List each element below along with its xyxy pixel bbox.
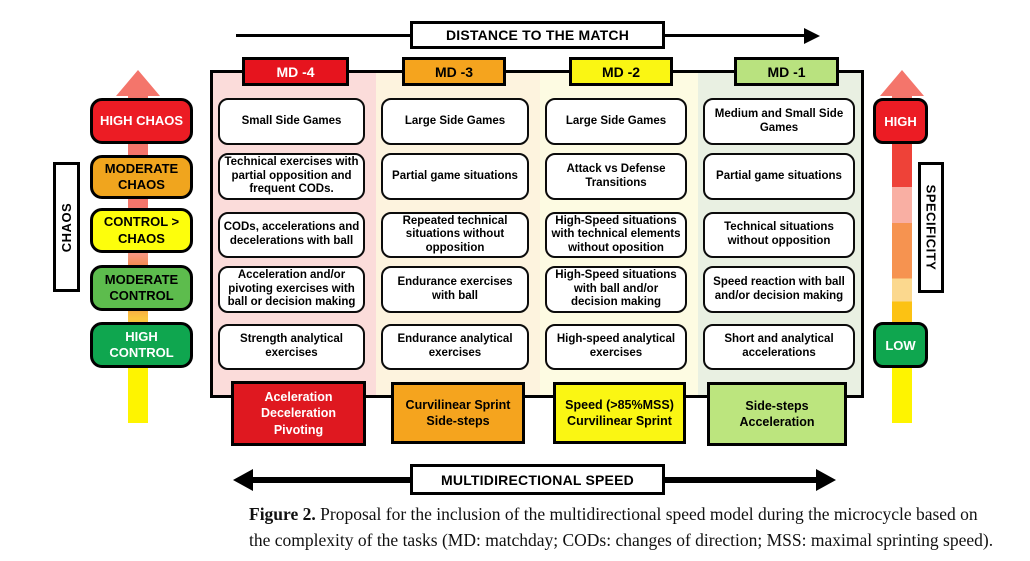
top-axis-label: DISTANCE TO THE MATCH xyxy=(410,21,665,49)
left-arrowhead-icon xyxy=(233,469,253,491)
up-arrow-icon xyxy=(880,70,924,96)
right-arrowhead-icon xyxy=(804,28,820,44)
matrix-cell: High-Speed situations with technical ele… xyxy=(545,212,687,258)
matrix-cell: Technical situations without opposition xyxy=(703,212,855,258)
top-axis-label-text: DISTANCE TO THE MATCH xyxy=(445,27,630,43)
matrix-cell: Large Side Games xyxy=(381,98,529,145)
matrix-cell: Attack vs Defense Transitions xyxy=(545,153,687,200)
specificity-gradient-bar xyxy=(892,95,912,423)
matchday-header-md1: MD -1 xyxy=(734,57,839,86)
speed-focus-md4: Aceleration Deceleration Pivoting xyxy=(231,381,366,446)
specificity-high-badge: HIGH xyxy=(873,98,928,144)
speed-focus-md3: Curvilinear Sprint Side-steps xyxy=(391,382,525,444)
training-matrix: Small Side Games Technical exercises wit… xyxy=(210,70,864,398)
chaos-level-label: HIGH CHAOS xyxy=(99,112,184,128)
chaos-level-label: MODERATE CHAOS xyxy=(104,160,179,192)
matrix-cell: Strength analytical exercises xyxy=(218,324,365,370)
speed-focus-md2: Speed (>85%MSS) Curvilinear Sprint xyxy=(553,382,686,444)
chaos-level-label: MODERATE CONTROL xyxy=(104,271,179,303)
matrix-cell: Technical exercises with partial opposit… xyxy=(218,153,365,200)
matrix-cell: Small Side Games xyxy=(218,98,365,145)
matrix-cell: Repeated technical situations without op… xyxy=(381,212,529,258)
matrix-cell: CODs, accelerations and decelerations wi… xyxy=(218,212,365,258)
chaos-axis-title-text: CHAOS xyxy=(59,202,75,252)
matrix-cell: Endurance exercises with ball xyxy=(381,266,529,313)
specificity-axis-title-text: SPECIFICITY xyxy=(923,184,939,271)
chaos-gradient-bar xyxy=(128,95,148,423)
specificity-low-label: LOW xyxy=(885,337,916,353)
caption-line1-text: Proposal for the inclusion of the multid… xyxy=(320,504,978,524)
matrix-cell: High-speed analytical exercises xyxy=(545,324,687,370)
chaos-level-high-chaos: HIGH CHAOS xyxy=(90,98,193,144)
specificity-low-badge: LOW xyxy=(873,322,928,368)
specificity-high-label: HIGH xyxy=(884,113,917,129)
bottom-axis-label-text: MULTIDIRECTIONAL SPEED xyxy=(441,471,634,488)
up-arrow-icon xyxy=(116,70,160,96)
chaos-level-moderate-control: MODERATE CONTROL xyxy=(90,265,193,311)
matchday-header-md2: MD -2 xyxy=(569,57,673,86)
chaos-level-label: HIGH CONTROL xyxy=(109,328,174,360)
speed-focus-md1: Side-steps Acceleration xyxy=(707,382,847,446)
matrix-cell: Partial game situations xyxy=(703,153,855,200)
chaos-level-high-control: HIGH CONTROL xyxy=(90,322,193,368)
caption-line-2: the complexity of the tasks (MD: matchda… xyxy=(249,530,994,550)
right-arrowhead-icon xyxy=(816,469,836,491)
matrix-cell: Acceleration and/or pivoting exercises w… xyxy=(218,266,365,313)
matchday-header-md3: MD -3 xyxy=(402,57,506,86)
chaos-axis-title: CHAOS xyxy=(53,162,80,292)
bottom-axis-label: MULTIDIRECTIONAL SPEED xyxy=(410,464,665,495)
chaos-level-label: CONTROL > CHAOS xyxy=(103,214,180,246)
chaos-level-control-chaos: CONTROL > CHAOS xyxy=(90,208,193,253)
caption-figure-label: Figure 2. xyxy=(249,504,316,524)
matrix-cell: Speed reaction with ball and/or decision… xyxy=(703,266,855,313)
specificity-axis-title: SPECIFICITY xyxy=(918,162,944,293)
caption-line-1: Figure 2. Proposal for the inclusion of … xyxy=(249,501,999,527)
matrix-cell: Partial game situations xyxy=(381,153,529,200)
chaos-level-moderate-chaos: MODERATE CHAOS xyxy=(90,155,193,199)
matrix-cell: Short and analytical accelerations xyxy=(703,324,855,370)
matrix-cell: Endurance analytical exercises xyxy=(381,324,529,370)
matrix-cell: High-Speed situations with ball and/or d… xyxy=(545,266,687,313)
matchday-header-md4: MD -4 xyxy=(242,57,349,86)
matrix-cell: Large Side Games xyxy=(545,98,687,145)
matrix-cell: Medium and Small Side Games xyxy=(703,98,855,145)
figure-caption: Figure 2. Proposal for the inclusion of … xyxy=(249,501,999,553)
